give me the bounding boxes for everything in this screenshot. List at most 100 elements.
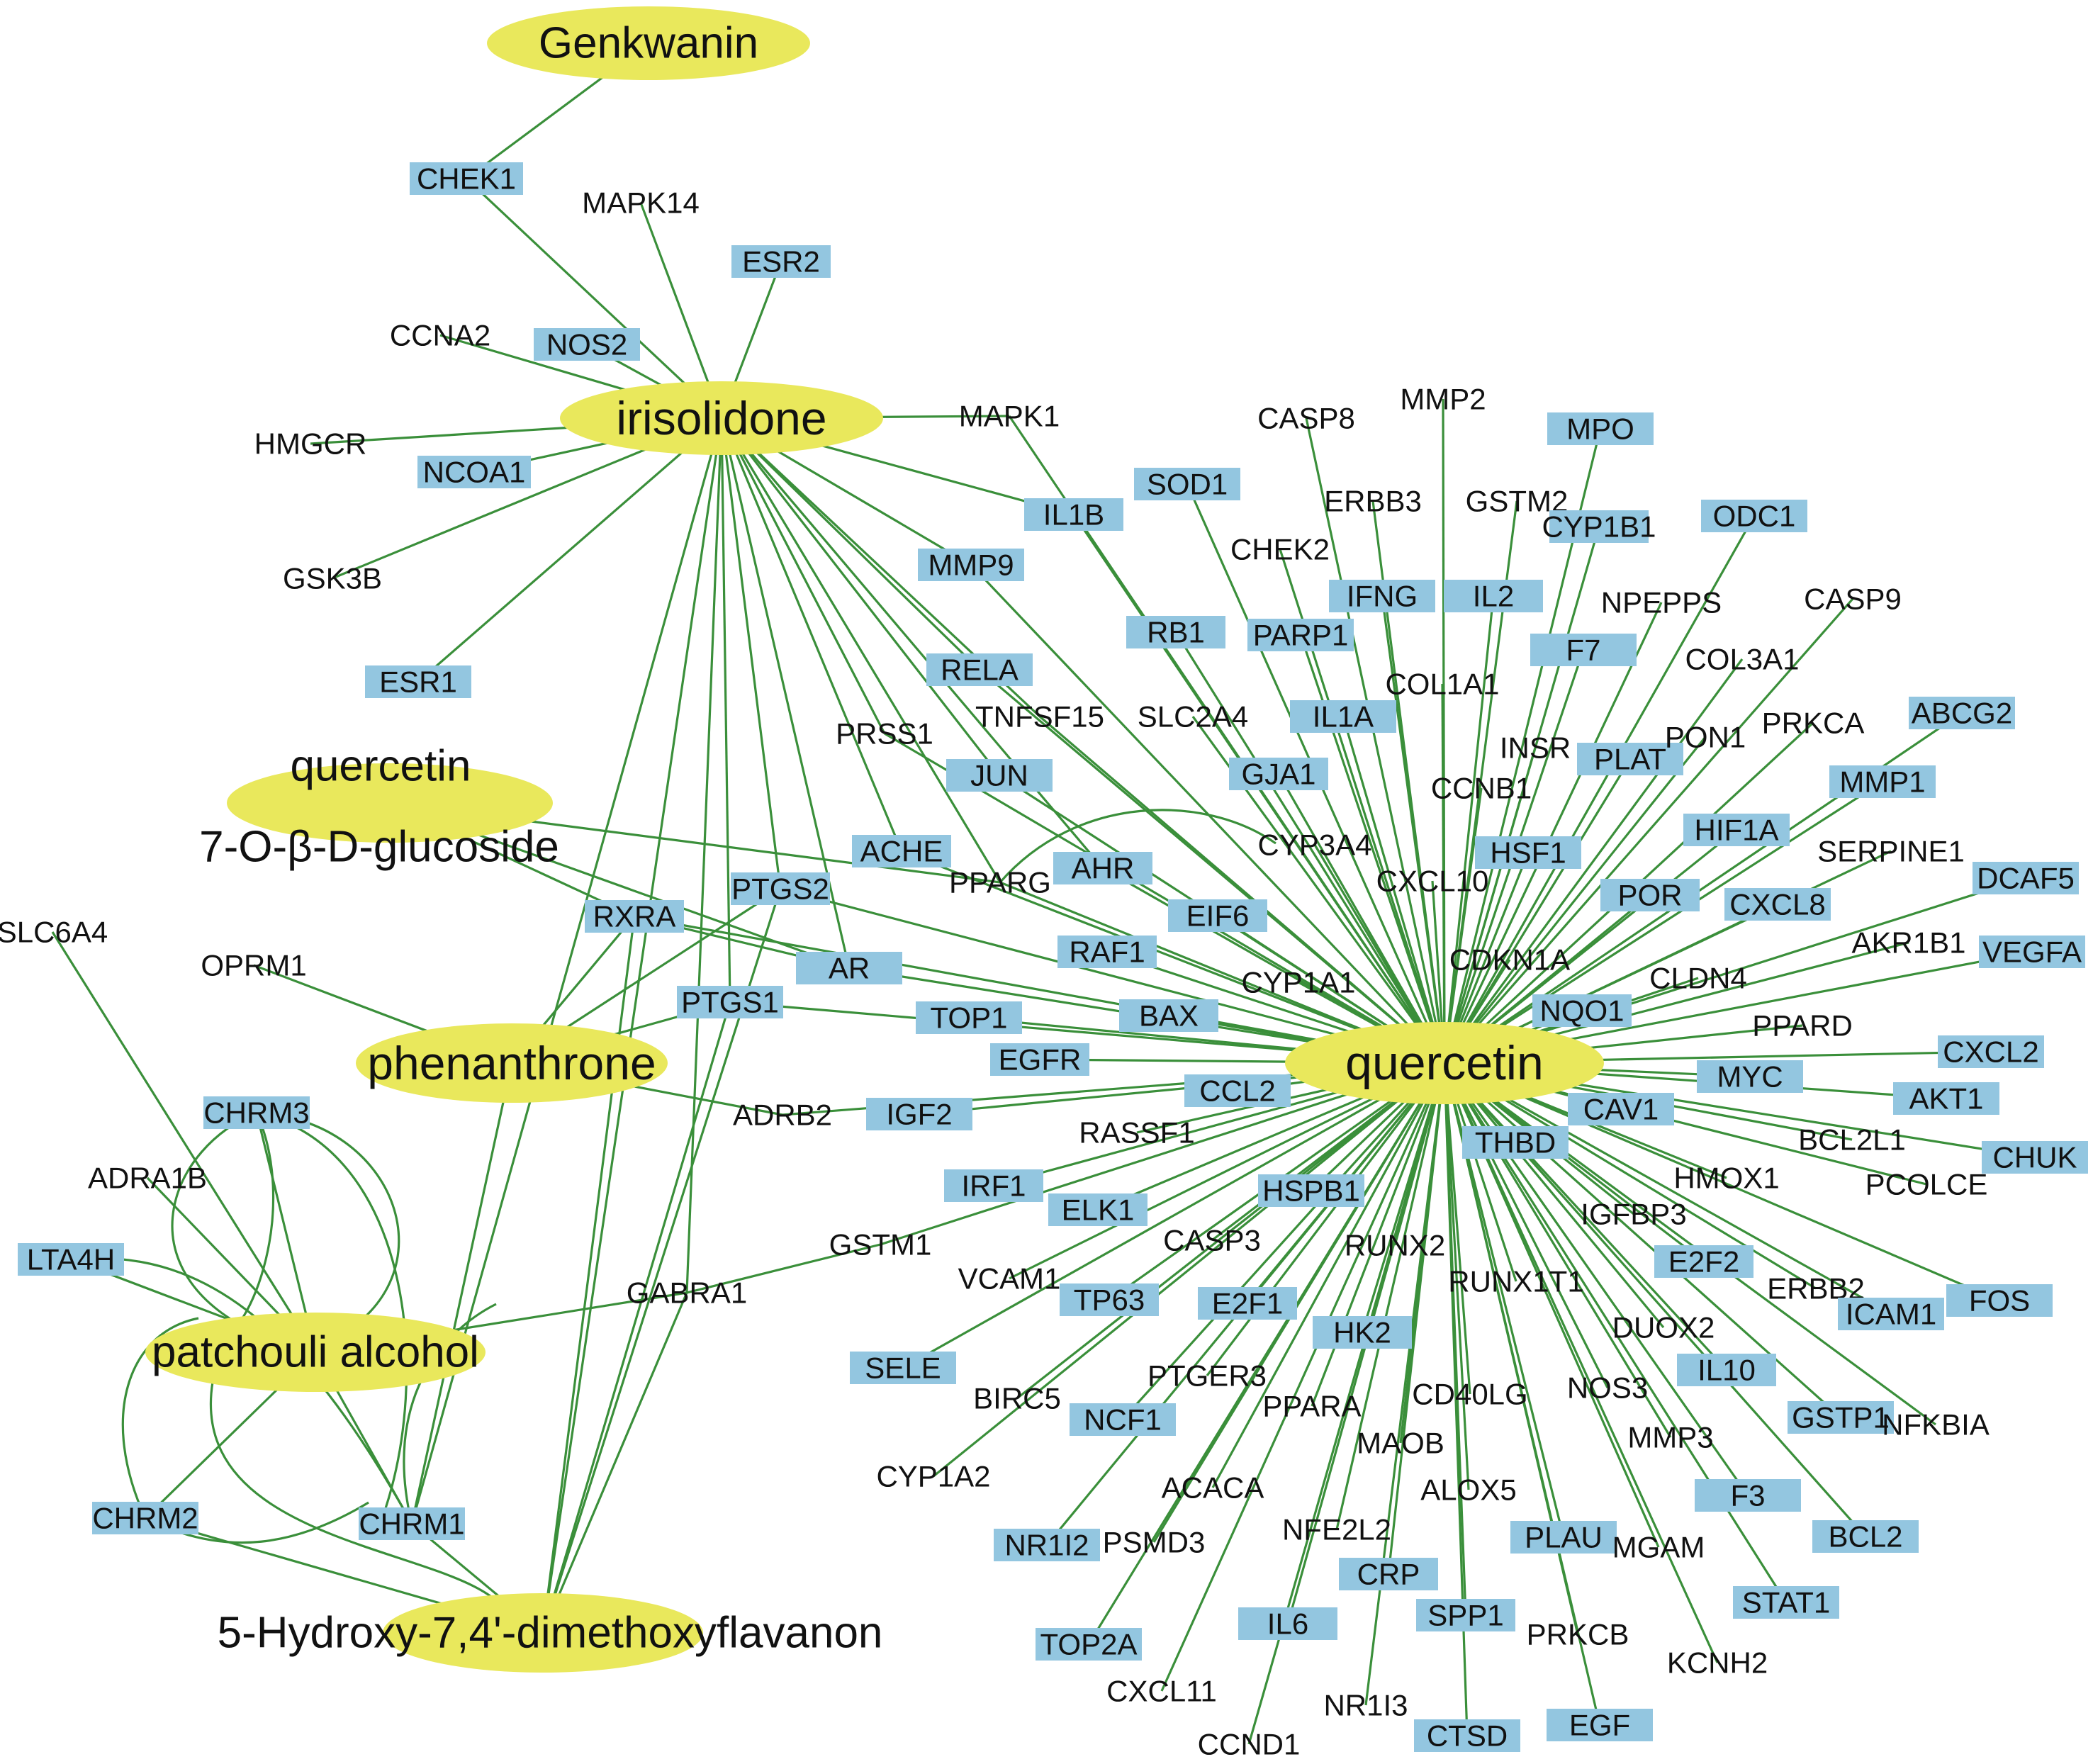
target-node-plat[interactable]: PLAT — [1577, 743, 1683, 776]
target-node-serpine1[interactable]: SERPINE1 — [1817, 835, 1965, 868]
target-node-col1a1[interactable]: COL1A1 — [1385, 668, 1499, 701]
target-node-ncf1[interactable]: NCF1 — [1070, 1403, 1176, 1437]
target-node-mapk14[interactable]: MAPK14 — [582, 186, 700, 220]
target-node-rb1[interactable]: RB1 — [1126, 616, 1225, 649]
target-node-mmp2[interactable]: MMP2 — [1400, 383, 1486, 416]
target-node-cyp3a4[interactable]: CYP3A4 — [1257, 828, 1371, 862]
target-node-esr1[interactable]: ESR1 — [365, 665, 471, 699]
target-node-top1[interactable]: TOP1 — [916, 1001, 1022, 1035]
compound-node-phenanthrone[interactable]: phenanthrone — [356, 1023, 668, 1103]
target-node-cyp1a2[interactable]: CYP1A2 — [876, 1460, 990, 1493]
target-node-hif1a[interactable]: HIF1A — [1683, 814, 1790, 847]
target-node-ptger3[interactable]: PTGER3 — [1147, 1359, 1267, 1393]
target-node-vegfa[interactable]: VEGFA — [1979, 936, 2085, 969]
target-node-ccl2[interactable]: CCL2 — [1184, 1074, 1291, 1108]
target-node-mmp3[interactable]: MMP3 — [1627, 1421, 1713, 1454]
target-node-bcl2[interactable]: BCL2 — [1812, 1520, 1919, 1554]
target-node-mpo[interactable]: MPO — [1547, 412, 1654, 446]
target-node-casp8[interactable]: CASP8 — [1257, 402, 1355, 435]
target-node-col3a1[interactable]: COL3A1 — [1685, 643, 1799, 676]
target-node-raf1[interactable]: RAF1 — [1057, 936, 1157, 969]
target-node-hsf1[interactable]: HSF1 — [1475, 836, 1581, 870]
target-node-hmox1[interactable]: HMOX1 — [1673, 1162, 1779, 1195]
target-node-nos2[interactable]: NOS2 — [534, 328, 640, 361]
target-node-slc6a4[interactable]: SLC6A4 — [0, 916, 108, 949]
target-node-il10[interactable]: IL10 — [1677, 1354, 1776, 1387]
target-node-gsk3b[interactable]: GSK3B — [283, 562, 382, 595]
target-node-odc1[interactable]: ODC1 — [1701, 500, 1807, 533]
compound-node-genkwanin[interactable]: Genkwanin — [487, 6, 810, 80]
target-node-ptgs1[interactable]: PTGS1 — [677, 986, 783, 1019]
target-node-f3[interactable]: F3 — [1695, 1479, 1801, 1512]
target-node-akr1b1[interactable]: AKR1B1 — [1851, 926, 1965, 960]
target-node-nr1i3[interactable]: NR1I3 — [1323, 1689, 1408, 1722]
target-node-ncoa1[interactable]: NCOA1 — [417, 456, 531, 489]
target-node-kcnh2[interactable]: KCNH2 — [1667, 1646, 1768, 1680]
target-node-ccna2[interactable]: CCNA2 — [390, 319, 490, 352]
target-node-tnfsf15[interactable]: TNFSF15 — [975, 700, 1104, 734]
target-node-ppara[interactable]: PPARA — [1262, 1390, 1361, 1423]
target-node-lta4h[interactable]: LTA4H — [18, 1243, 124, 1276]
target-node-il1a[interactable]: IL1A — [1290, 700, 1396, 734]
target-node-abcg2[interactable]: ABCG2 — [1909, 697, 2015, 730]
target-node-nfkbia[interactable]: NFKBIA — [1882, 1408, 1990, 1442]
target-node-myc[interactable]: MYC — [1697, 1060, 1803, 1094]
target-node-mmp9[interactable]: MMP9 — [918, 549, 1024, 582]
target-node-esr2[interactable]: ESR2 — [731, 245, 831, 279]
target-node-jun[interactable]: JUN — [946, 759, 1053, 792]
target-node-cxcl2[interactable]: CXCL2 — [1938, 1035, 2044, 1069]
target-node-crp[interactable]: CRP — [1339, 1558, 1438, 1591]
target-node-cxcl10[interactable]: CXCL10 — [1376, 865, 1489, 898]
target-node-nr1i2[interactable]: NR1I2 — [994, 1529, 1100, 1562]
compound-node-patchouli[interactable]: patchouli alcohol — [145, 1313, 486, 1392]
target-node-spp1[interactable]: SPP1 — [1416, 1599, 1515, 1632]
target-node-gja1[interactable]: GJA1 — [1229, 758, 1328, 791]
target-node-cldn4[interactable]: CLDN4 — [1649, 962, 1747, 995]
target-node-ahr[interactable]: AHR — [1053, 852, 1152, 885]
target-node-ar[interactable]: AR — [796, 952, 902, 985]
target-node-rassf1[interactable]: RASSF1 — [1079, 1116, 1194, 1150]
target-node-maob[interactable]: MAOB — [1357, 1427, 1444, 1460]
target-node-ccnd1[interactable]: CCND1 — [1198, 1728, 1301, 1761]
target-node-il1b[interactable]: IL1B — [1024, 498, 1123, 532]
target-node-nfe2l2[interactable]: NFE2L2 — [1282, 1513, 1391, 1546]
target-node-fos[interactable]: FOS — [1946, 1284, 2053, 1318]
target-node-igf2[interactable]: IGF2 — [866, 1098, 972, 1131]
target-node-prss1[interactable]: PRSS1 — [836, 717, 933, 751]
target-node-chek2[interactable]: CHEK2 — [1230, 533, 1330, 566]
target-node-duox2[interactable]: DUOX2 — [1612, 1311, 1715, 1344]
target-node-akt1[interactable]: AKT1 — [1893, 1082, 1999, 1116]
target-node-hspb1[interactable]: HSPB1 — [1258, 1174, 1364, 1208]
target-node-alox5[interactable]: ALOX5 — [1420, 1473, 1516, 1507]
target-node-plau[interactable]: PLAU — [1510, 1521, 1617, 1554]
target-node-tp63[interactable]: TP63 — [1060, 1283, 1159, 1317]
target-node-mapk1[interactable]: MAPK1 — [959, 400, 1060, 433]
target-node-cyp1a1[interactable]: CYP1A1 — [1241, 966, 1355, 999]
target-node-npepps[interactable]: NPEPPS — [1601, 586, 1722, 619]
target-node-sod1[interactable]: SOD1 — [1134, 468, 1240, 501]
compound-node-hydroxy[interactable]: 5-Hydroxy-7,4'-dimethoxyflavanon — [218, 1593, 883, 1673]
target-node-ache[interactable]: ACHE — [852, 835, 951, 868]
target-node-casp9[interactable]: CASP9 — [1804, 583, 1902, 616]
target-node-icam1[interactable]: ICAM1 — [1838, 1298, 1944, 1331]
target-node-dcaf5[interactable]: DCAF5 — [1973, 862, 2079, 895]
target-node-adra1b[interactable]: ADRA1B — [88, 1162, 207, 1195]
target-node-birc5[interactable]: BIRC5 — [973, 1382, 1061, 1415]
target-node-hmgcr[interactable]: HMGCR — [254, 427, 367, 461]
target-node-parp1[interactable]: PARP1 — [1247, 619, 1354, 652]
target-node-cxcl8[interactable]: CXCL8 — [1724, 888, 1831, 921]
target-node-egf[interactable]: EGF — [1547, 1709, 1653, 1742]
target-node-ppard[interactable]: PPARD — [1752, 1009, 1853, 1043]
target-node-vcam1[interactable]: VCAM1 — [958, 1262, 1061, 1296]
target-node-pon1[interactable]: PON1 — [1665, 721, 1746, 754]
target-node-cyp1b1[interactable]: CYP1B1 — [1542, 510, 1656, 544]
target-node-ifng[interactable]: IFNG — [1329, 580, 1435, 613]
target-node-chrm2[interactable]: CHRM2 — [92, 1502, 198, 1535]
target-node-bax[interactable]: BAX — [1119, 999, 1218, 1033]
target-node-chrm1[interactable]: CHRM1 — [359, 1507, 465, 1541]
target-node-nos3[interactable]: NOS3 — [1567, 1371, 1648, 1405]
compound-node-quercetin[interactable]: quercetin — [1285, 1022, 1604, 1104]
target-node-chuk[interactable]: CHUK — [1982, 1141, 2088, 1174]
target-node-eif6[interactable]: EIF6 — [1168, 899, 1267, 933]
target-node-acaca[interactable]: ACACA — [1162, 1471, 1264, 1505]
